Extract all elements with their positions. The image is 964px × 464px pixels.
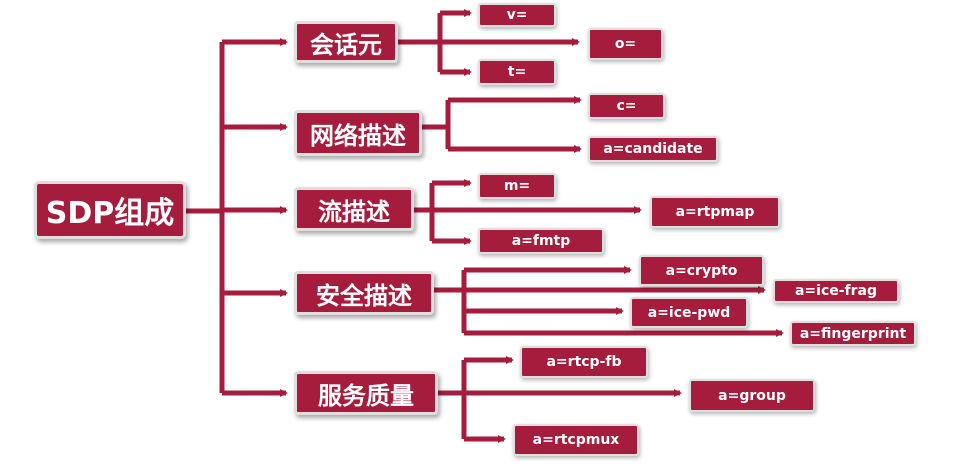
- category-node-session: 会话元: [294, 21, 398, 63]
- leaf-node-c: c=: [588, 93, 665, 119]
- leaf-node-a-ice-frag: a=ice-frag: [773, 279, 899, 303]
- category-node-security: 安全描述: [294, 271, 434, 315]
- leaf-node-a-group: a=group: [689, 379, 815, 412]
- leaf-node-a-ice-pwd: a=ice-pwd: [630, 297, 748, 328]
- leaf-node-o: o=: [588, 28, 663, 60]
- leaf-node-a-fingerprint: a=fingerprint: [790, 321, 916, 346]
- leaf-node-a-rtcp-fb: a=rtcp-fb: [520, 346, 648, 378]
- category-node-qos: 服务质量: [294, 371, 438, 415]
- leaf-node-a-rtcpmux: a=rtcpmux: [513, 424, 639, 456]
- leaf-node-a-rtpmap: a=rtpmap: [650, 196, 780, 228]
- leaf-node-a-fmtp: a=fmtp: [478, 228, 604, 254]
- leaf-node-t: t=: [478, 59, 556, 85]
- root-node-sdp: SDP组成: [34, 181, 186, 239]
- category-node-network: 网络描述: [294, 110, 422, 156]
- leaf-node-a-crypto: a=crypto: [639, 255, 764, 286]
- leaf-node-m: m=: [478, 173, 556, 199]
- leaf-node-a-candidate: a=candidate: [588, 136, 718, 162]
- leaf-node-v: v=: [478, 3, 556, 27]
- category-node-stream: 流描述: [294, 187, 414, 231]
